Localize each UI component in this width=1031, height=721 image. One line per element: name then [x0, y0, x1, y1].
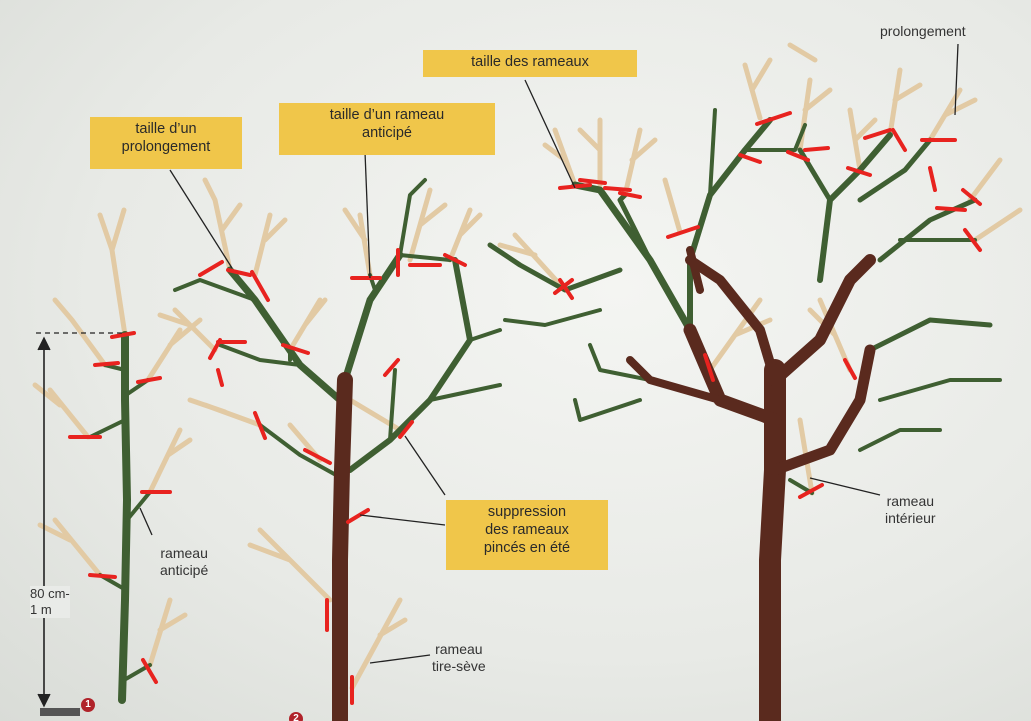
label-line: prolongement [880, 23, 966, 40]
label-line: taille d’un rameau [289, 106, 485, 124]
label-line: anticipé [160, 562, 208, 579]
label-line: taille d’un [100, 120, 232, 138]
label-line: des rameaux [456, 521, 598, 539]
label-taille-rameau-anticipe: taille d’un rameau anticipé [279, 103, 495, 155]
label-suppression: suppression des rameaux pincés en été [446, 500, 608, 570]
label-taille-prolongement: taille d’un prolongement [90, 117, 242, 169]
label-line: taille des rameaux [433, 53, 627, 71]
step-badge-1: 1 [81, 698, 95, 712]
label-line: 1 m [30, 602, 70, 618]
trunks [340, 250, 870, 721]
label-line: 80 cm- [30, 586, 70, 602]
label-line: pincés en été [456, 539, 598, 557]
label-line: rameau [432, 641, 486, 658]
label-line: anticipé [289, 124, 485, 142]
label-line: intérieur [885, 510, 936, 527]
label-rameau-tire-seve: rameau tire-sève [432, 641, 486, 675]
green-branches [90, 110, 1000, 700]
label-prolongement: prolongement [880, 23, 966, 40]
label-line: suppression [456, 503, 598, 521]
label-rameau-interieur: rameau intérieur [885, 493, 936, 527]
label-line: prolongement [100, 138, 232, 156]
label-rameau-anticipe: rameau anticipé [160, 545, 208, 579]
label-line: tire-sève [432, 658, 486, 675]
step-badge-2: 2 [289, 712, 303, 721]
label-line: rameau [160, 545, 208, 562]
label-line: rameau [885, 493, 936, 510]
label-height: 80 cm- 1 m [30, 586, 70, 618]
label-taille-des-rameaux: taille des rameaux [423, 50, 637, 77]
